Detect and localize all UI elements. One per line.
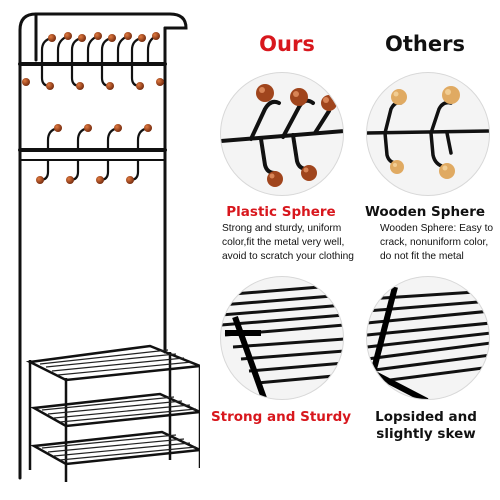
coat-rack-product-image [18,12,200,482]
ours-sphere-description: Strong and sturdy, uniform color,fit the… [222,223,354,262]
others-frame-label: Lopsided and slightly skew [375,409,477,442]
others-title: Others [385,32,465,56]
ours-sphere-closeup-image [220,72,344,196]
others-sphere-description: Wooden Sphere: Easy to crack, nonuniform… [380,223,494,262]
ours-sphere-label: Plastic Sphere [226,204,336,220]
ours-frame-label: Strong and Sturdy [210,409,352,425]
ours-frame-closeup-image [220,276,344,400]
others-frame-closeup-image [366,276,490,400]
others-sphere-label: Wooden Sphere [364,204,486,220]
others-sphere-closeup-image [366,72,490,196]
ours-title: Ours [259,32,315,56]
